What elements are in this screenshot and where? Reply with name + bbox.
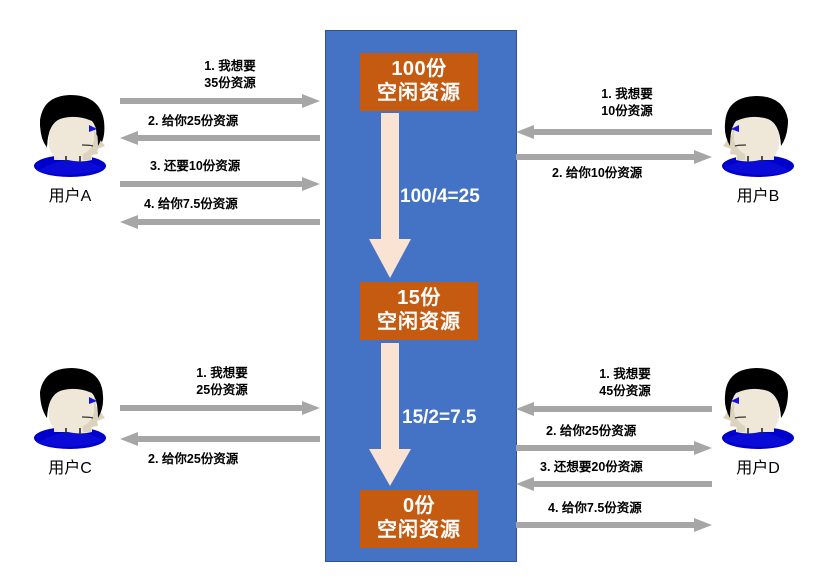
message-b1-line2: 10份资源 xyxy=(601,103,653,118)
resource-box-label: 空闲资源 xyxy=(377,311,461,333)
user-d: 用户D xyxy=(706,360,810,478)
person-icon xyxy=(722,96,794,177)
message-c1-line2: 25份资源 xyxy=(196,382,248,397)
message-a1-line1: 1. 我想要 xyxy=(204,59,256,73)
message-c1-text: 1. 我想要 25份资源 xyxy=(152,365,292,399)
message-a1-text: 1. 我想要 35份资源 xyxy=(160,58,300,92)
user-a-label: 用户A xyxy=(48,188,92,205)
message-c1-line1: 1. 我想要 xyxy=(196,366,248,380)
message-d1-line1: 1. 我想要 xyxy=(599,367,651,381)
resource-box-final: 0份 空闲资源 xyxy=(360,490,478,548)
message-arrow-a1-to-center xyxy=(120,94,320,108)
division-label-first: 100/4=25 xyxy=(400,186,480,207)
message-d4-text: 4. 给你7.5份资源 xyxy=(548,501,642,515)
user-c: 用户C xyxy=(18,360,122,478)
message-arrow-d3-to-center xyxy=(516,477,712,491)
user-b: 用户B xyxy=(706,88,810,206)
message-arrow-c2-to-user xyxy=(120,432,320,446)
message-d3-text: 3. 还想要20份资源 xyxy=(540,460,643,474)
message-arrow-a3-to-center xyxy=(120,177,320,191)
division-label-second: 15/2=7.5 xyxy=(402,407,477,428)
message-arrow-d2-to-user xyxy=(516,441,712,455)
message-d1-line2: 45份资源 xyxy=(599,383,651,398)
down-arrow-icon xyxy=(369,113,411,278)
person-icon xyxy=(34,368,106,449)
message-arrow-a2-to-user xyxy=(120,131,320,145)
message-arrow-d1-to-center xyxy=(516,402,712,416)
resource-box-amount: 0份 xyxy=(402,495,436,518)
message-arrow-d4-to-user xyxy=(516,518,712,532)
resource-box-label: 空闲资源 xyxy=(377,519,461,541)
resource-box-amount: 100份 xyxy=(391,58,447,81)
message-arrow-a4-to-user xyxy=(120,215,320,229)
resource-box-amount: 15份 xyxy=(397,287,441,310)
message-a3-text: 3. 还要10份资源 xyxy=(150,159,241,173)
message-b1-text: 1. 我想要 10份资源 xyxy=(557,86,697,120)
message-a4-text: 4. 给你7.5份资源 xyxy=(144,197,238,211)
person-icon xyxy=(34,95,106,177)
message-a1-line2: 35份资源 xyxy=(204,75,256,90)
person-icon xyxy=(722,368,794,449)
resource-box-middle: 15份 空闲资源 xyxy=(360,282,478,340)
down-arrow-icon xyxy=(369,343,411,486)
message-arrow-b1-to-center xyxy=(516,125,712,139)
message-b1-line1: 1. 我想要 xyxy=(601,87,653,101)
message-arrow-b2-to-user xyxy=(516,150,712,164)
user-b-label: 用户B xyxy=(736,188,780,205)
resource-box-initial: 100份 空闲资源 xyxy=(360,53,478,111)
user-a: 用户A xyxy=(18,88,122,206)
message-d1-text: 1. 我想要 45份资源 xyxy=(555,366,695,400)
user-d-label: 用户D xyxy=(736,460,780,477)
message-b2-text: 2. 给你10份资源 xyxy=(552,166,643,180)
resource-box-label: 空闲资源 xyxy=(377,82,461,104)
message-d2-text: 2. 给你25份资源 xyxy=(546,424,637,438)
message-arrow-c1-to-center xyxy=(120,401,320,415)
user-c-label: 用户C xyxy=(48,460,92,477)
message-a2-text: 2. 给你25份资源 xyxy=(148,114,239,128)
message-c2-text: 2. 给你25份资源 xyxy=(148,452,239,466)
